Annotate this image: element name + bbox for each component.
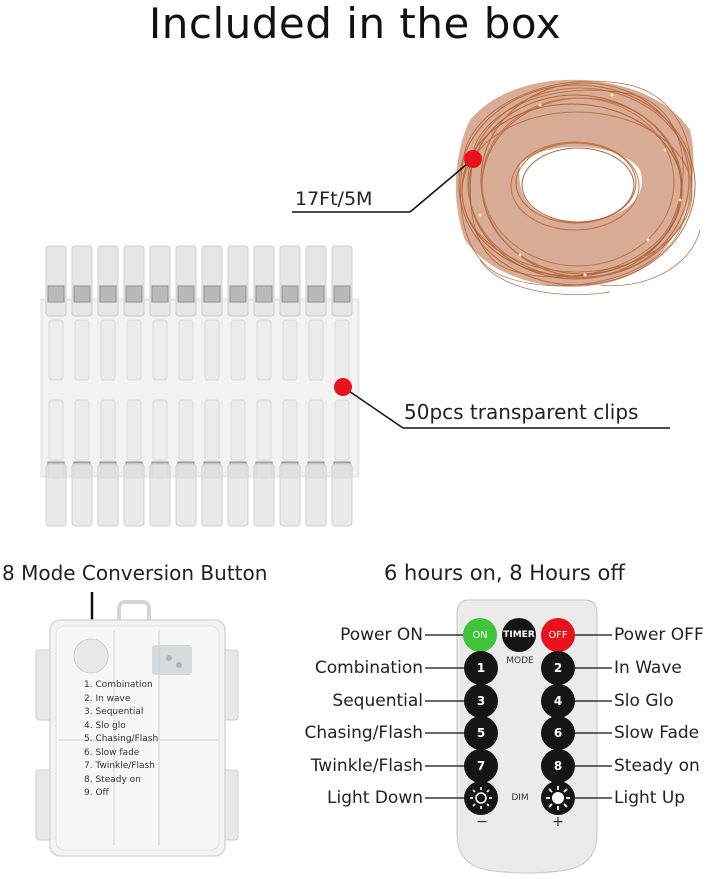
label-slo-glo: Slo Glo bbox=[614, 691, 674, 711]
label-in-wave: In Wave bbox=[614, 658, 682, 678]
dim-up-button[interactable] bbox=[541, 781, 575, 815]
label-power-off: Power OFF bbox=[614, 625, 704, 645]
mode-item: 2. In wave bbox=[84, 693, 131, 704]
clip bbox=[253, 245, 275, 527]
mode-item: 1. Combination bbox=[84, 680, 153, 690]
mode-item: 9. Off bbox=[84, 788, 109, 798]
clip bbox=[279, 245, 301, 527]
timer-caption: 6 hours on, 8 Hours off bbox=[384, 561, 625, 585]
mode-button-2[interactable]: 2 bbox=[541, 651, 575, 685]
label-twinkle-flash: Twinkle/Flash bbox=[310, 756, 423, 776]
battery-mode-list: 1. Combination 2. In wave 3. Sequential … bbox=[84, 679, 158, 801]
mode-button-4[interactable]: 4 bbox=[541, 684, 575, 718]
label-steady-on: Steady on bbox=[614, 756, 700, 776]
timer-button[interactable]: TIMER bbox=[502, 618, 536, 652]
label-light-down: Light Down bbox=[327, 788, 423, 808]
clip bbox=[123, 245, 145, 527]
dim-text: DIM bbox=[511, 793, 529, 803]
label-light-up: Light Up bbox=[614, 788, 686, 808]
label-sequential: Sequential bbox=[332, 691, 423, 711]
minus-sign: − bbox=[476, 814, 488, 830]
clip bbox=[71, 245, 93, 527]
mode-button-8[interactable]: 8 bbox=[541, 749, 575, 783]
clips-label: 50pcs transparent clips bbox=[404, 400, 639, 424]
mode-item: 3. Sequential bbox=[84, 707, 144, 717]
wire-length-label: 17Ft/5M bbox=[295, 188, 373, 210]
clip bbox=[305, 245, 327, 527]
label-combination: Combination bbox=[314, 658, 423, 678]
sun-dim-icon bbox=[470, 787, 492, 809]
mode-button-7[interactable]: 7 bbox=[464, 749, 498, 783]
clip bbox=[97, 245, 119, 527]
clips-pointer bbox=[334, 378, 670, 429]
mode-button-5[interactable]: 5 bbox=[464, 716, 498, 750]
clip bbox=[201, 245, 223, 527]
battery-box-label: 8 Mode Conversion Button bbox=[2, 561, 268, 585]
clip bbox=[45, 245, 67, 527]
mode-button-6[interactable]: 6 bbox=[541, 716, 575, 750]
plus-sign: + bbox=[552, 814, 564, 830]
mode-item: 5. Chasing/Flash bbox=[84, 734, 159, 744]
mode-item: 8. Steady on bbox=[84, 774, 141, 785]
label-chasing-flash: Chasing/Flash bbox=[304, 723, 424, 743]
power-off-button[interactable]: OFF bbox=[541, 618, 575, 652]
label-power-on: Power ON bbox=[340, 625, 423, 645]
power-on-button[interactable]: ON bbox=[463, 618, 497, 652]
clip bbox=[227, 245, 249, 527]
clip bbox=[175, 245, 197, 527]
page-title: Included in the box bbox=[148, 0, 562, 48]
clips-image bbox=[40, 245, 360, 527]
clip bbox=[149, 245, 171, 527]
mode-button-3[interactable]: 3 bbox=[464, 684, 498, 718]
mode-item: 7. Twinkle/Flash bbox=[84, 761, 155, 771]
mode-item: 4. Slo glo bbox=[84, 720, 126, 731]
label-slow-fade: Slow Fade bbox=[614, 723, 700, 743]
mode-button-1[interactable]: 1 bbox=[464, 651, 498, 685]
dim-down-button[interactable] bbox=[464, 781, 498, 815]
sun-bright-icon bbox=[546, 786, 570, 810]
mode-item: 6. Slow fade bbox=[84, 747, 140, 758]
mode-text: MODE bbox=[506, 656, 534, 666]
battery-box-image bbox=[35, 592, 239, 857]
